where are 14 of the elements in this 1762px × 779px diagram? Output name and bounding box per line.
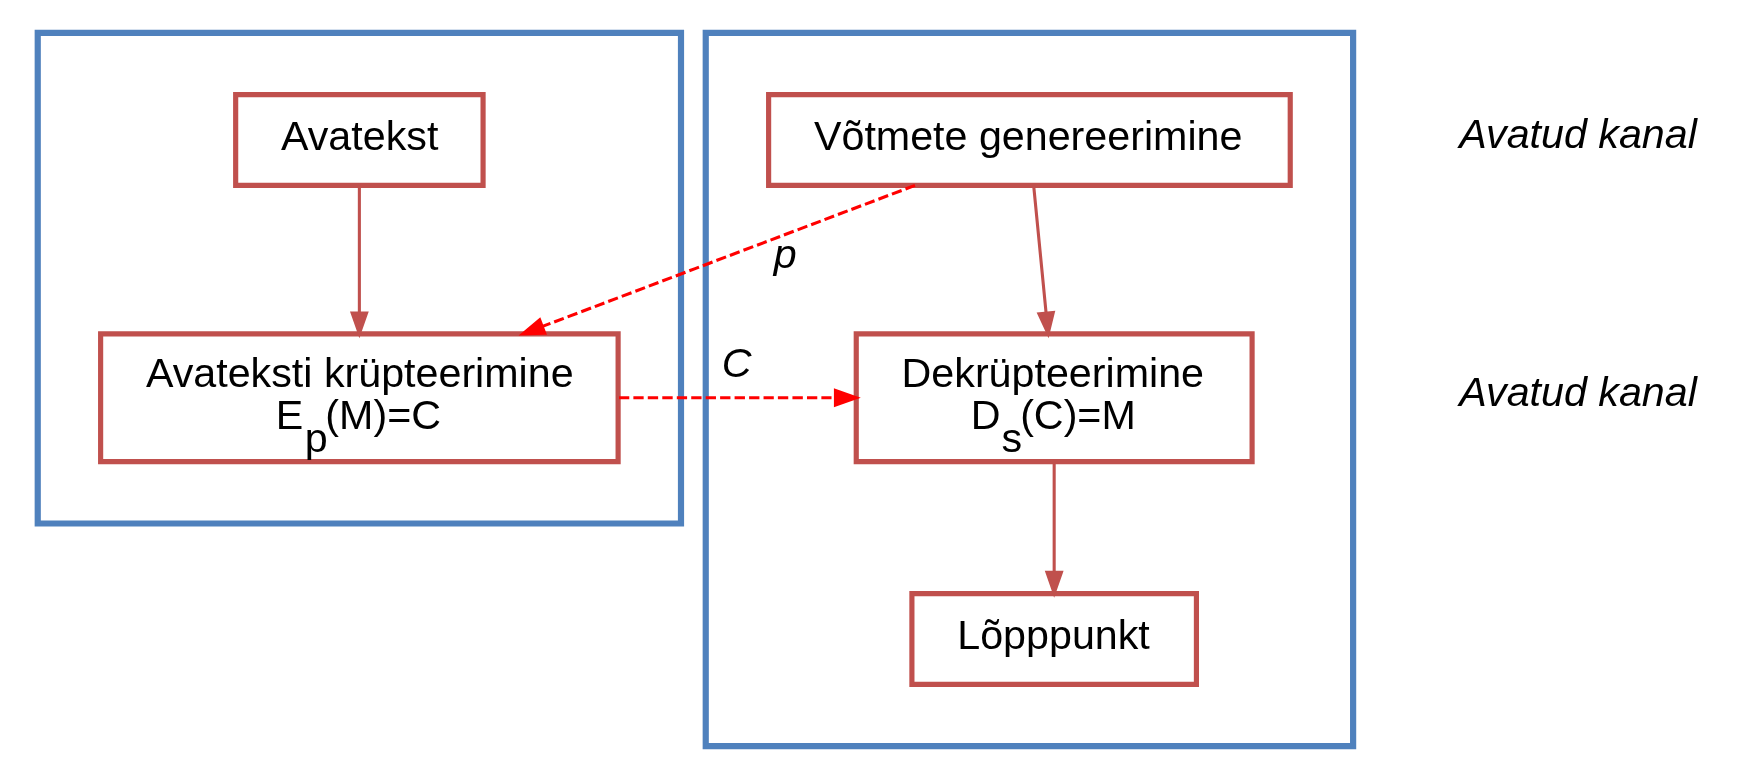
cluster xyxy=(34,29,684,527)
cluster xyxy=(702,29,1356,750)
arrow xyxy=(618,388,861,408)
label: Avatud kanal xyxy=(1458,368,1697,415)
edge-label: C xyxy=(721,340,751,387)
edge-label: p xyxy=(773,230,797,277)
arrow xyxy=(349,185,369,339)
label: Avatud kanal xyxy=(1458,111,1697,158)
arrow xyxy=(1031,185,1055,339)
arrow xyxy=(518,183,916,336)
node-box: Avatekst xyxy=(232,92,486,188)
arrow xyxy=(1044,462,1064,598)
node-box: Lõpppunkt xyxy=(908,591,1199,687)
node-box: Võtmete genereerimine xyxy=(765,92,1293,188)
